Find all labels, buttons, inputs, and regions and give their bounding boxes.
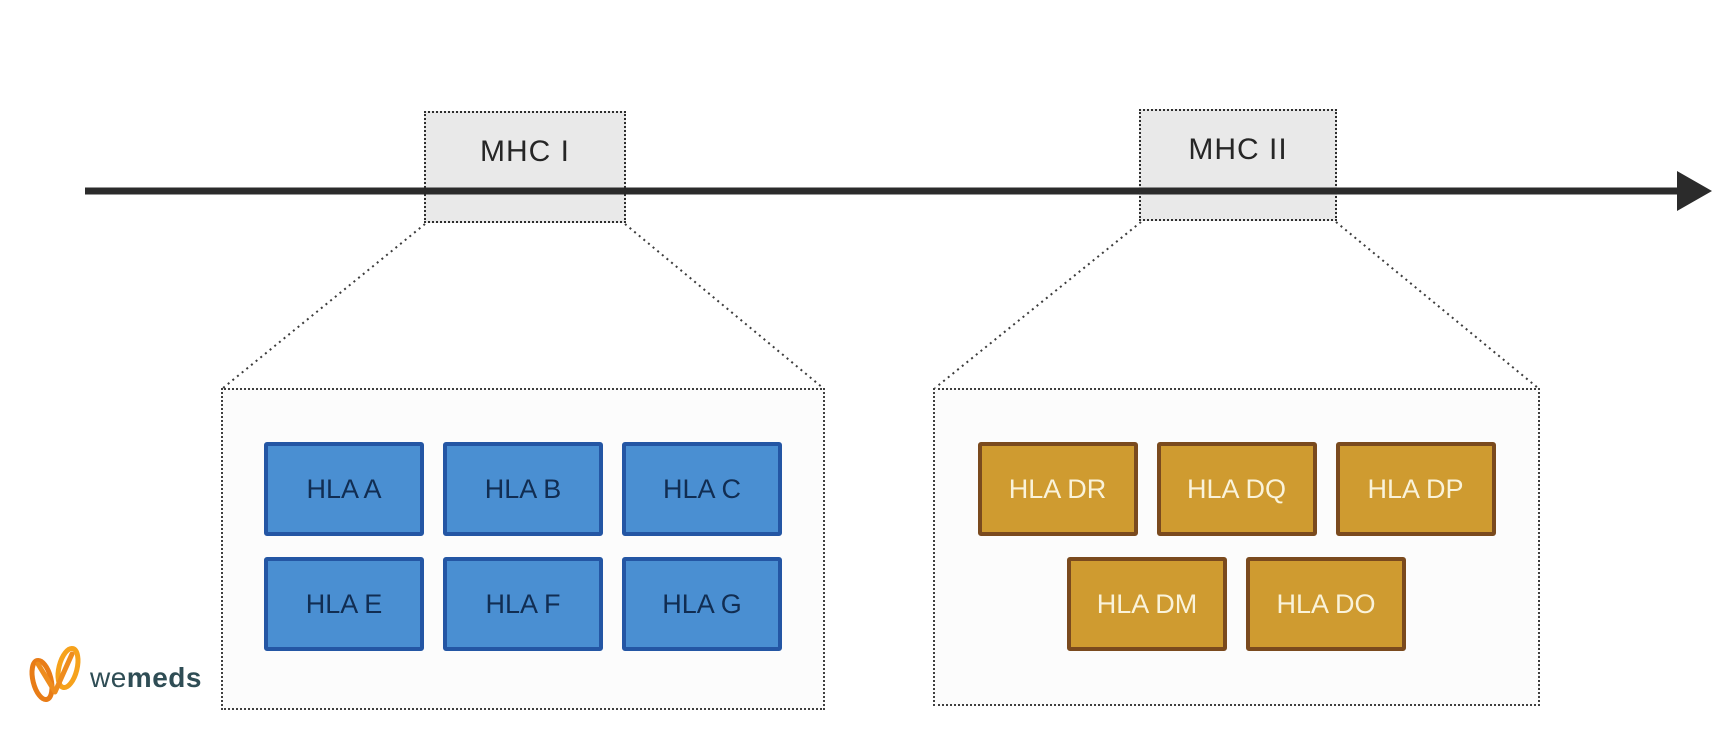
mhc-i-label: MHC I — [480, 135, 570, 168]
gene-box-hla-c: HLA C — [622, 442, 782, 536]
wemeds-logo-text: wemeds — [90, 662, 202, 708]
mhc-i-gene-row-1: HLA A HLA B HLA C — [223, 442, 823, 536]
gene-box-hla-dm: HLA DM — [1067, 557, 1227, 651]
gene-box-hla-g: HLA G — [622, 557, 782, 651]
arrowhead-icon — [1677, 171, 1712, 211]
connector-left-2 — [624, 223, 824, 389]
connector-left-1 — [222, 223, 426, 389]
mhc-ii-gene-row-1: HLA DR HLA DQ HLA DP — [935, 442, 1538, 536]
connector-right-2 — [1335, 221, 1539, 389]
mhc-ii-gene-row-2: HLA DM HLA DO — [935, 557, 1538, 651]
mhc-i-label-box: MHC I — [424, 111, 626, 223]
mhc-ii-label: MHC II — [1188, 133, 1288, 166]
mhc-i-gene-region: HLA A HLA B HLA C HLA E HLA F HLA G — [221, 388, 825, 710]
gene-box-hla-dq: HLA DQ — [1156, 442, 1317, 536]
gene-box-hla-dr: HLA DR — [977, 442, 1138, 536]
gene-box-hla-dp: HLA DP — [1335, 442, 1496, 536]
wemeds-logo-text-bold: meds — [126, 662, 202, 693]
gene-box-hla-f: HLA F — [443, 557, 603, 651]
wemeds-logo: wemeds — [28, 642, 202, 708]
mhc-ii-label-box: MHC II — [1139, 109, 1337, 221]
connector-right-1 — [934, 221, 1142, 389]
gene-box-hla-a: HLA A — [264, 442, 424, 536]
wemeds-logo-text-light: we — [90, 662, 127, 693]
gene-box-hla-e: HLA E — [264, 557, 424, 651]
gene-box-hla-b: HLA B — [443, 442, 603, 536]
gene-box-hla-do: HLA DO — [1246, 557, 1406, 651]
mhc-i-gene-row-2: HLA E HLA F HLA G — [223, 557, 823, 651]
wemeds-logo-icon — [29, 645, 81, 703]
mhc-ii-gene-region: HLA DR HLA DQ HLA DP HLA DM HLA DO — [933, 388, 1540, 706]
